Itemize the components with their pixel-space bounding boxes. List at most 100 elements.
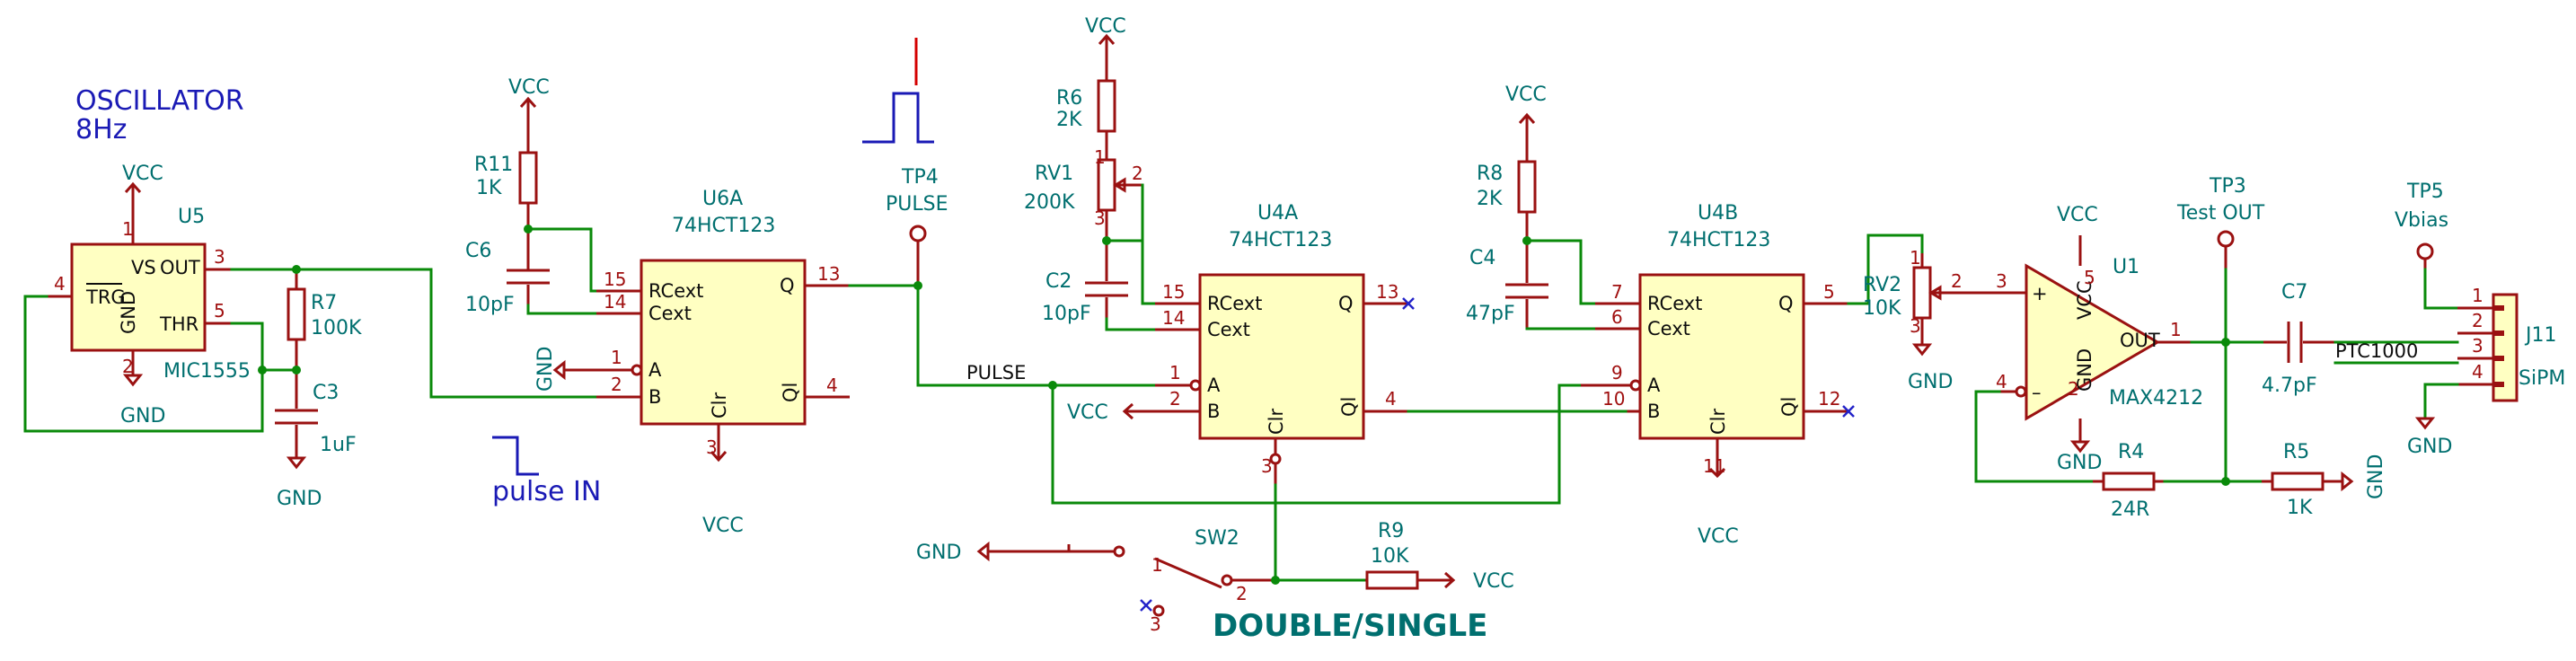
junction-sw2: [1271, 576, 1280, 585]
u1-ref: U1: [2113, 256, 2139, 278]
svg-text:VCC: VCC: [122, 163, 163, 185]
tp5-ref: TP5: [2406, 181, 2444, 203]
c3-value: 1uF: [320, 434, 357, 456]
wire-u5-out: [230, 268, 598, 399]
wire-u5-thr: [230, 322, 264, 372]
r4-resistor[interactable]: [2093, 472, 2165, 491]
u4a-monostable[interactable]: RCext Cext A B Q Ql Clr 15 14 1 2 13 4 3: [1155, 273, 1408, 485]
svg-text:6: 6: [1611, 306, 1623, 328]
rv2-gnd-label: GND: [1908, 371, 1953, 393]
r6-value: 2K: [1056, 109, 1082, 131]
u1-opamp[interactable]: + – VCC GND OUT 3 4 5 2 1: [1996, 235, 2192, 454]
wire-c2-cext: [1105, 317, 1157, 331]
svg-text:3: 3: [1910, 315, 1921, 337]
svg-text:A: A: [648, 359, 662, 381]
u6a-ref: U6A: [702, 188, 743, 210]
junction-u1-out: [2221, 338, 2230, 347]
rv2-potentiometer[interactable]: 1 2 3: [1910, 247, 2008, 357]
r9-ref: R9: [1378, 520, 1404, 542]
svg-text:TRG: TRG: [85, 286, 126, 308]
c6-capacitor[interactable]: [507, 229, 550, 305]
svg-text:3: 3: [2472, 335, 2483, 357]
svg-text:10: 10: [1602, 388, 1625, 410]
vcc-symbol-u4b-clr: VCC: [1698, 467, 1739, 548]
u5-value: MIC1555: [163, 360, 251, 383]
junction-r7-top: [292, 265, 301, 274]
svg-text:Ql: Ql: [1338, 397, 1360, 417]
svg-text:Ql: Ql: [1778, 397, 1800, 417]
u1-value: MAX4212: [2109, 387, 2203, 410]
tp5-testpoint[interactable]: [2416, 242, 2434, 269]
wire-u1-feedback: [1974, 390, 2095, 483]
svg-text:+: +: [2032, 283, 2048, 304]
svg-text:3: 3: [1150, 613, 1161, 635]
sw2-switch[interactable]: 1 2 3: [976, 541, 1275, 635]
r7-resistor[interactable]: [287, 269, 306, 370]
svg-text:OUT: OUT: [2120, 330, 2160, 351]
c6-value: 10pF: [465, 294, 515, 316]
svg-text:1: 1: [1910, 247, 1921, 269]
r6-resistor[interactable]: [1097, 63, 1116, 157]
svg-text:1: 1: [1094, 146, 1106, 168]
svg-text:2: 2: [611, 374, 622, 395]
wire-c6-cext: [526, 304, 598, 315]
vcc-symbol-r6: VCC: [1085, 15, 1126, 63]
svg-text:14: 14: [604, 291, 626, 313]
r8-value: 2K: [1477, 188, 1503, 210]
svg-text:14: 14: [1162, 307, 1185, 329]
u6a-monostable[interactable]: RCext Cext A B Q Ql Clr 15 14 1 2 13 4 3: [596, 259, 850, 460]
wire-r11-rcext: [526, 227, 598, 293]
r5-resistor[interactable]: [2262, 471, 2354, 492]
svg-text:1: 1: [2170, 319, 2182, 340]
vcc-symbol-u4a-b: VCC: [1067, 401, 1155, 424]
r9-resistor[interactable]: [1365, 570, 1456, 590]
svg-text:4: 4: [2472, 361, 2483, 383]
svg-text:VCC: VCC: [2074, 280, 2095, 320]
u5-ref: U5: [178, 206, 205, 228]
rv1-potentiometer[interactable]: 1 2 3: [1094, 144, 1143, 229]
wire-pulse-net: [916, 284, 1157, 387]
svg-text:2: 2: [2068, 378, 2079, 400]
svg-text:1: 1: [2472, 285, 2483, 306]
wire-tp5-j11: [2423, 268, 2459, 310]
svg-text:5: 5: [2084, 267, 2095, 288]
svg-text:Ql: Ql: [780, 383, 801, 402]
r8-resistor[interactable]: [1517, 144, 1537, 241]
wire-u5-trg-loop: [23, 295, 298, 433]
r5-ref: R5: [2283, 441, 2309, 463]
u4a-ref: U4A: [1257, 202, 1298, 225]
c3-capacitor[interactable]: [275, 370, 318, 470]
r11-ref: R11: [474, 154, 513, 176]
svg-text:12: 12: [1818, 388, 1840, 410]
svg-text:2: 2: [1132, 163, 1143, 184]
svg-text:2: 2: [1951, 270, 1963, 292]
svg-text:VS: VS: [131, 257, 156, 278]
u4b-monostable[interactable]: RCext Cext A B Q Ql Clr 7 6 9 10 5 12 11: [1581, 273, 1848, 477]
svg-text:Cext: Cext: [1647, 318, 1690, 339]
c4-value: 47pF: [1466, 303, 1515, 325]
r7-value: 100K: [311, 317, 362, 339]
svg-text:1: 1: [611, 347, 622, 368]
svg-text:15: 15: [604, 269, 626, 290]
c7-capacitor[interactable]: [2263, 322, 2335, 363]
gnd-symbol-u6a-a: GND: [534, 347, 596, 392]
svg-text:VCC: VCC: [508, 76, 550, 99]
svg-text:VCC: VCC: [702, 515, 744, 537]
rv2-value: 10K: [1863, 297, 1901, 320]
tp3-ref: TP3: [2209, 175, 2246, 198]
r8-ref: R8: [1477, 163, 1503, 185]
svg-text:GND: GND: [118, 291, 139, 334]
u5-timer[interactable]: 1 3 4 2 5 VS OUT TRG GND THR: [47, 211, 232, 377]
c4-capacitor[interactable]: [1505, 241, 1548, 329]
j11-connector[interactable]: 1 2 3 4: [2457, 285, 2519, 402]
r11-resistor[interactable]: [518, 128, 538, 229]
junction-tp4: [913, 281, 922, 290]
tp3-testpoint[interactable]: [2217, 230, 2235, 269]
svg-text:3: 3: [1996, 270, 2007, 292]
tp4-testpoint[interactable]: [909, 225, 927, 286]
svg-text:1: 1: [122, 218, 134, 240]
svg-text:Clr: Clr: [1266, 409, 1287, 435]
svg-text:A: A: [1647, 375, 1661, 396]
svg-text:B: B: [648, 386, 661, 408]
